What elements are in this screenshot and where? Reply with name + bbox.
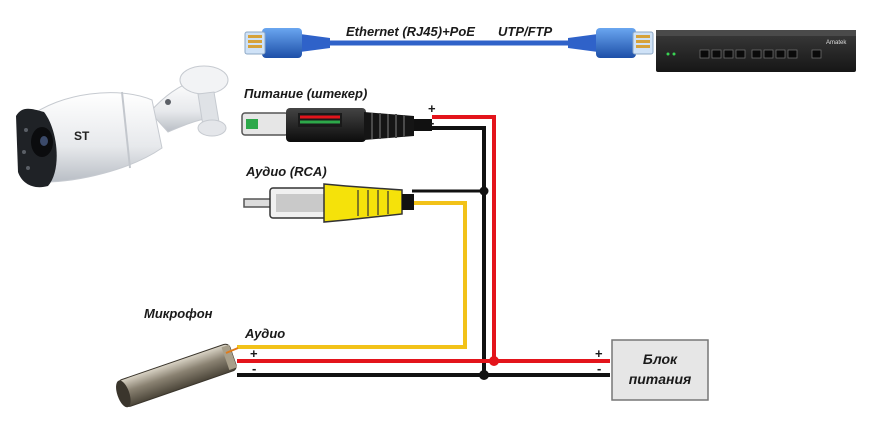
utp-label: UTP/FTP [498, 24, 552, 39]
ethernet-label: Ethernet (RJ45)+PoE [346, 24, 475, 39]
switch-ports [699, 49, 822, 59]
black-wire-plug [432, 126, 610, 377]
camera: ST [16, 65, 229, 188]
rj45-connector-right [568, 28, 654, 58]
psu-plus-sign: + [595, 346, 603, 361]
poe-switch: Amatek [656, 30, 856, 72]
junction-dot [479, 186, 489, 196]
power-supply-unit: Блок питания [611, 339, 709, 401]
mic-minus-sign: - [252, 361, 256, 376]
mic-plus-sign: + [250, 346, 258, 361]
psu-label-line1: Блок [643, 351, 678, 367]
junction-dot [479, 370, 489, 380]
microphone [116, 343, 239, 408]
camera-logo: ST [74, 129, 90, 143]
junction-dot [489, 356, 499, 366]
audio-rca-label: Аудио (RCA) [245, 164, 327, 179]
audio-label: Аудио [244, 326, 285, 341]
psu-label-line2: питания [629, 371, 692, 387]
power-plug-label: Питание (штекер) [244, 86, 367, 101]
wires [237, 115, 610, 380]
switch-brand: Amatek [826, 40, 847, 46]
microphone-label: Микрофон [144, 306, 213, 321]
plug-plus-sign: + [428, 101, 436, 116]
red-wire-plug [432, 115, 610, 363]
plug-minus-sign: - [430, 115, 434, 130]
rj45-connector-left [244, 28, 330, 58]
labels: Ethernet (RJ45)+PoE UTP/FTP Питание (ште… [144, 24, 603, 376]
psu-minus-sign: - [597, 361, 601, 376]
ethernet-cable [244, 28, 654, 58]
dc-power-plug [241, 108, 432, 142]
yellow-wire-audio [237, 201, 467, 349]
rca-plug [243, 183, 414, 223]
